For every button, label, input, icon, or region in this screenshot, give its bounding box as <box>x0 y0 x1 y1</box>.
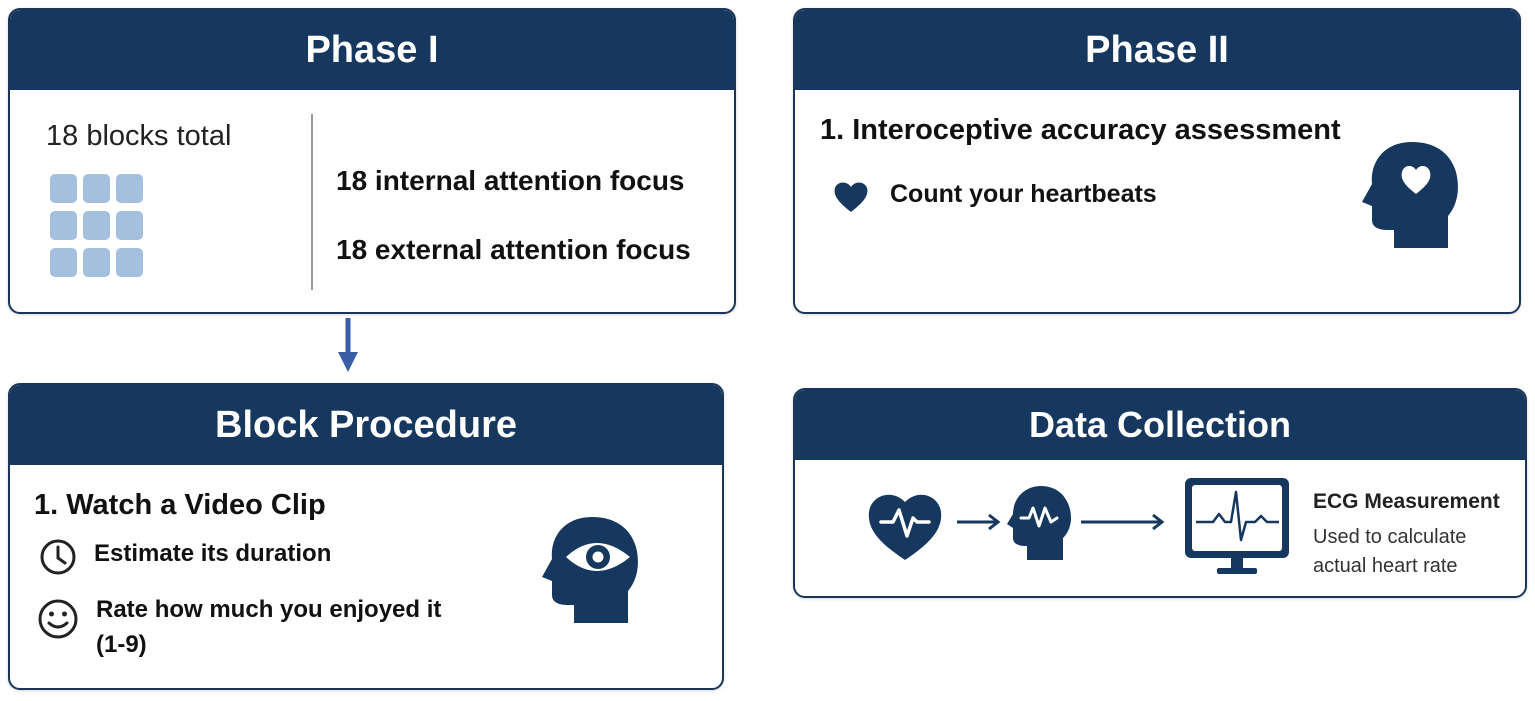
estimate-duration-label: Estimate its duration <box>94 540 332 567</box>
rate-enjoyment-label: Rate how much you enjoyed it (1-9) <box>96 593 516 663</box>
ecg-description-line-1: Used to calculate <box>1313 526 1467 548</box>
blocks-total-label: 18 blocks total <box>46 120 232 152</box>
down-arrow-icon <box>338 318 358 372</box>
rate-enjoyment-line-1: Rate how much you enjoyed it <box>96 596 442 623</box>
watch-video-label: 1. Watch a Video Clip <box>34 489 326 521</box>
data-collection-panel: Data Collection ECG Measurement Used to … <box>793 388 1527 598</box>
interoceptive-assessment-label: 1. Interoceptive accuracy assessment <box>820 114 1341 146</box>
ecg-description: Used to calculate actual heart rate <box>1313 523 1513 581</box>
head-wave-icon <box>1007 486 1071 560</box>
clock-icon <box>40 539 76 575</box>
ecg-monitor-icon <box>1185 478 1289 574</box>
arrow-right-2 <box>1081 513 1165 531</box>
phase-1-panel: Phase I 18 blocks total 18 internal atte… <box>8 8 736 314</box>
block-procedure-title: Block Procedure <box>10 385 722 465</box>
arrow-right-1 <box>957 513 1001 531</box>
phase-1-title: Phase I <box>10 10 734 90</box>
ecg-measurement-label: ECG Measurement <box>1313 490 1500 513</box>
heart-icon <box>834 182 868 212</box>
heart-pulse-icon <box>868 494 942 560</box>
smiley-icon <box>38 599 78 639</box>
head-heart-icon <box>1362 142 1458 248</box>
external-focus-label: 18 external attention focus <box>336 234 691 265</box>
divider <box>311 114 313 290</box>
data-collection-title: Data Collection <box>795 390 1525 460</box>
count-heartbeats-label: Count your heartbeats <box>890 180 1157 208</box>
ecg-description-line-2: actual heart rate <box>1313 555 1458 577</box>
internal-focus-label: 18 internal attention focus <box>336 165 685 196</box>
phase-2-panel: Phase II 1. Interoceptive accuracy asses… <box>793 8 1521 314</box>
block-procedure-panel: Block Procedure 1. Watch a Video Clip Es… <box>8 383 724 690</box>
rate-enjoyment-line-2: (1-9) <box>96 630 147 658</box>
measurement-flow <box>868 478 1289 574</box>
head-eye-icon <box>542 517 638 623</box>
phase-2-title: Phase II <box>795 10 1519 90</box>
